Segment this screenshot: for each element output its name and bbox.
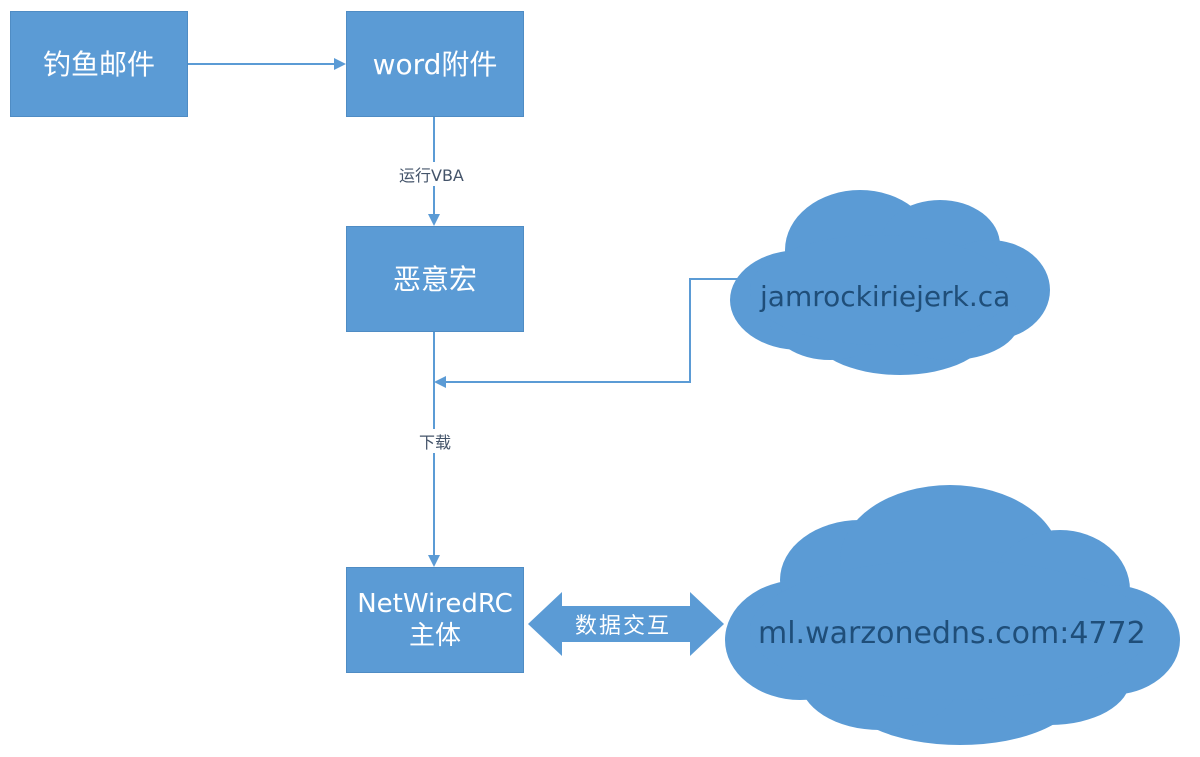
node-netwiredrc: NetWiredRC 主体 [346,567,524,673]
node-malicious-macro: 恶意宏 [346,226,524,332]
node-word-attachment: word附件 [346,11,524,117]
cloud-c2-server [725,485,1180,745]
data-exchange-arrow [528,592,724,656]
edge-download-host-to-flow [434,278,742,388]
node-netwiredrc-label-line1: NetWiredRC [357,588,513,619]
edge-label-run-vba: 运行VBA [397,162,466,186]
node-malicious-macro-label: 恶意宏 [392,262,477,296]
cloud-download-host-label: jamrockiriejerk.ca [760,280,1011,313]
cloud-c2-server-label: ml.warzonedns.com:4772 [758,616,1146,651]
edge-label-data-exchange: 数据交互 [575,614,672,639]
node-word-attachment-label: word附件 [372,47,498,81]
node-phishing-email-label: 钓鱼邮件 [42,47,155,81]
cloud-download-host [730,190,1050,375]
node-phishing-email: 钓鱼邮件 [10,11,188,117]
node-netwiredrc-label-line2: 主体 [408,621,461,651]
edge-label-download: 下载 [417,429,454,453]
